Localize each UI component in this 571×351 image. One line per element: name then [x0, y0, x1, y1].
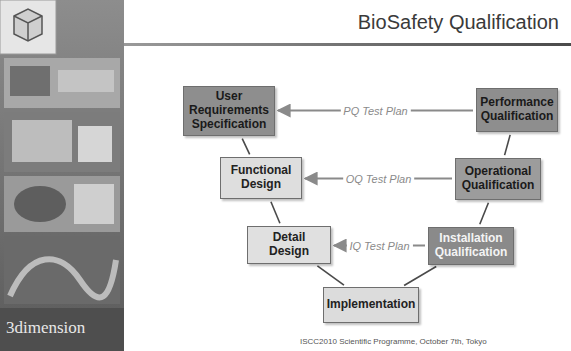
footer-note: ISCC2010 Scientific Programme, October 7…	[300, 337, 487, 346]
box-label: Detail Design	[253, 231, 325, 259]
process-box: Installation Qualification	[428, 227, 514, 265]
edge-label: OQ Test Plan	[343, 173, 415, 185]
process-box: Performance Qualification	[476, 88, 558, 132]
v-model-link	[317, 266, 344, 285]
box-label: Installation Qualification	[434, 232, 508, 260]
v-model-link	[271, 202, 280, 223]
box-label: Functional Design	[226, 164, 296, 192]
process-box: User Requirements Specification	[183, 86, 275, 136]
box-label: User Requirements Specification	[189, 90, 269, 131]
process-box: Detail Design	[247, 226, 331, 264]
v-model-link	[480, 203, 489, 224]
edge-label: PQ Test Plan	[340, 105, 410, 117]
process-box: Operational Qualification	[455, 158, 541, 200]
edge-label: IQ Test Plan	[346, 240, 412, 252]
process-box: Implementation	[323, 287, 419, 323]
v-model-link	[505, 135, 511, 155]
title-rule	[124, 43, 571, 46]
box-label: Implementation	[327, 298, 416, 312]
photo-collage	[0, 58, 124, 351]
photo-strip	[0, 0, 124, 351]
v-model-link	[404, 267, 436, 286]
v-model-link	[242, 139, 249, 155]
brand-name: 3dimension	[6, 318, 85, 338]
box-label: Performance Qualification	[480, 96, 553, 124]
box-label: Operational Qualification	[461, 165, 535, 193]
logo	[0, 0, 56, 54]
slide-title: BioSafety Qualification	[358, 11, 559, 34]
process-box: Functional Design	[220, 157, 302, 199]
